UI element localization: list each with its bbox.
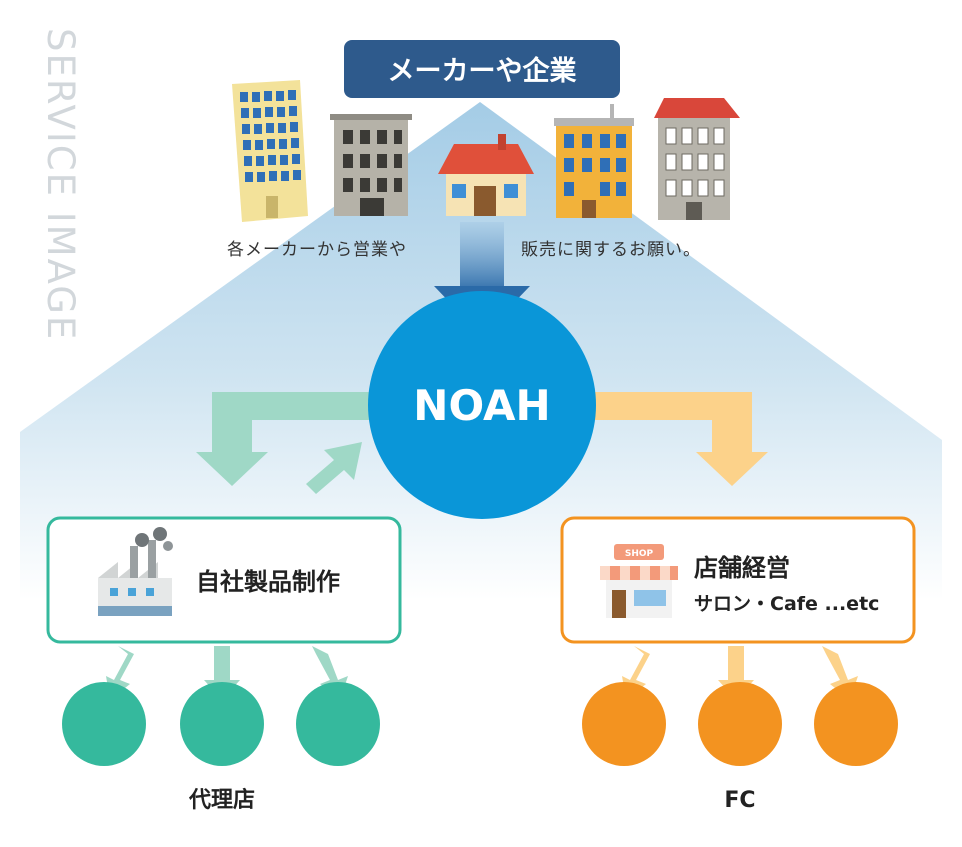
agency-circle-3 bbox=[296, 682, 380, 766]
request-text-left: 各メーカーから営業や bbox=[227, 240, 407, 260]
fc-circle-1 bbox=[582, 682, 666, 766]
top-banner: メーカーや企業 bbox=[344, 40, 620, 98]
left-box-title: 自社製品制作 bbox=[196, 568, 340, 596]
glass-office-building-icon bbox=[232, 80, 308, 222]
orange-arrow-to-right-box bbox=[592, 392, 768, 486]
agency-circle-2 bbox=[180, 682, 264, 766]
stone-apartment-icon bbox=[654, 98, 740, 220]
factory-icon bbox=[98, 527, 173, 616]
agency-label: 代理店 bbox=[188, 788, 255, 813]
agency-circle-1 bbox=[62, 682, 146, 766]
green-arrow-to-left-box bbox=[196, 392, 372, 486]
fc-label: FC bbox=[724, 788, 755, 813]
orange-apartment-icon bbox=[554, 104, 634, 218]
right-box-title: 店舗経営 bbox=[694, 554, 790, 582]
noah-circle bbox=[368, 291, 596, 519]
house-icon bbox=[438, 134, 534, 216]
side-watermark: SERVICE IMAGE bbox=[39, 28, 82, 341]
request-text-right: 販売に関するお願い。 bbox=[521, 240, 701, 260]
shop-icon: SHOP bbox=[600, 544, 678, 618]
fc-circle-2 bbox=[698, 682, 782, 766]
shop-sign-text: SHOP bbox=[625, 549, 654, 559]
right-box-subtitle: サロン・Cafe ...etc bbox=[694, 593, 879, 615]
green-arrow-to-noah bbox=[306, 442, 362, 494]
fc-circle-3 bbox=[814, 682, 898, 766]
noah-label: NOAH bbox=[413, 381, 550, 430]
top-banner-label: メーカーや企業 bbox=[388, 55, 577, 87]
gray-office-building-icon bbox=[330, 114, 412, 216]
